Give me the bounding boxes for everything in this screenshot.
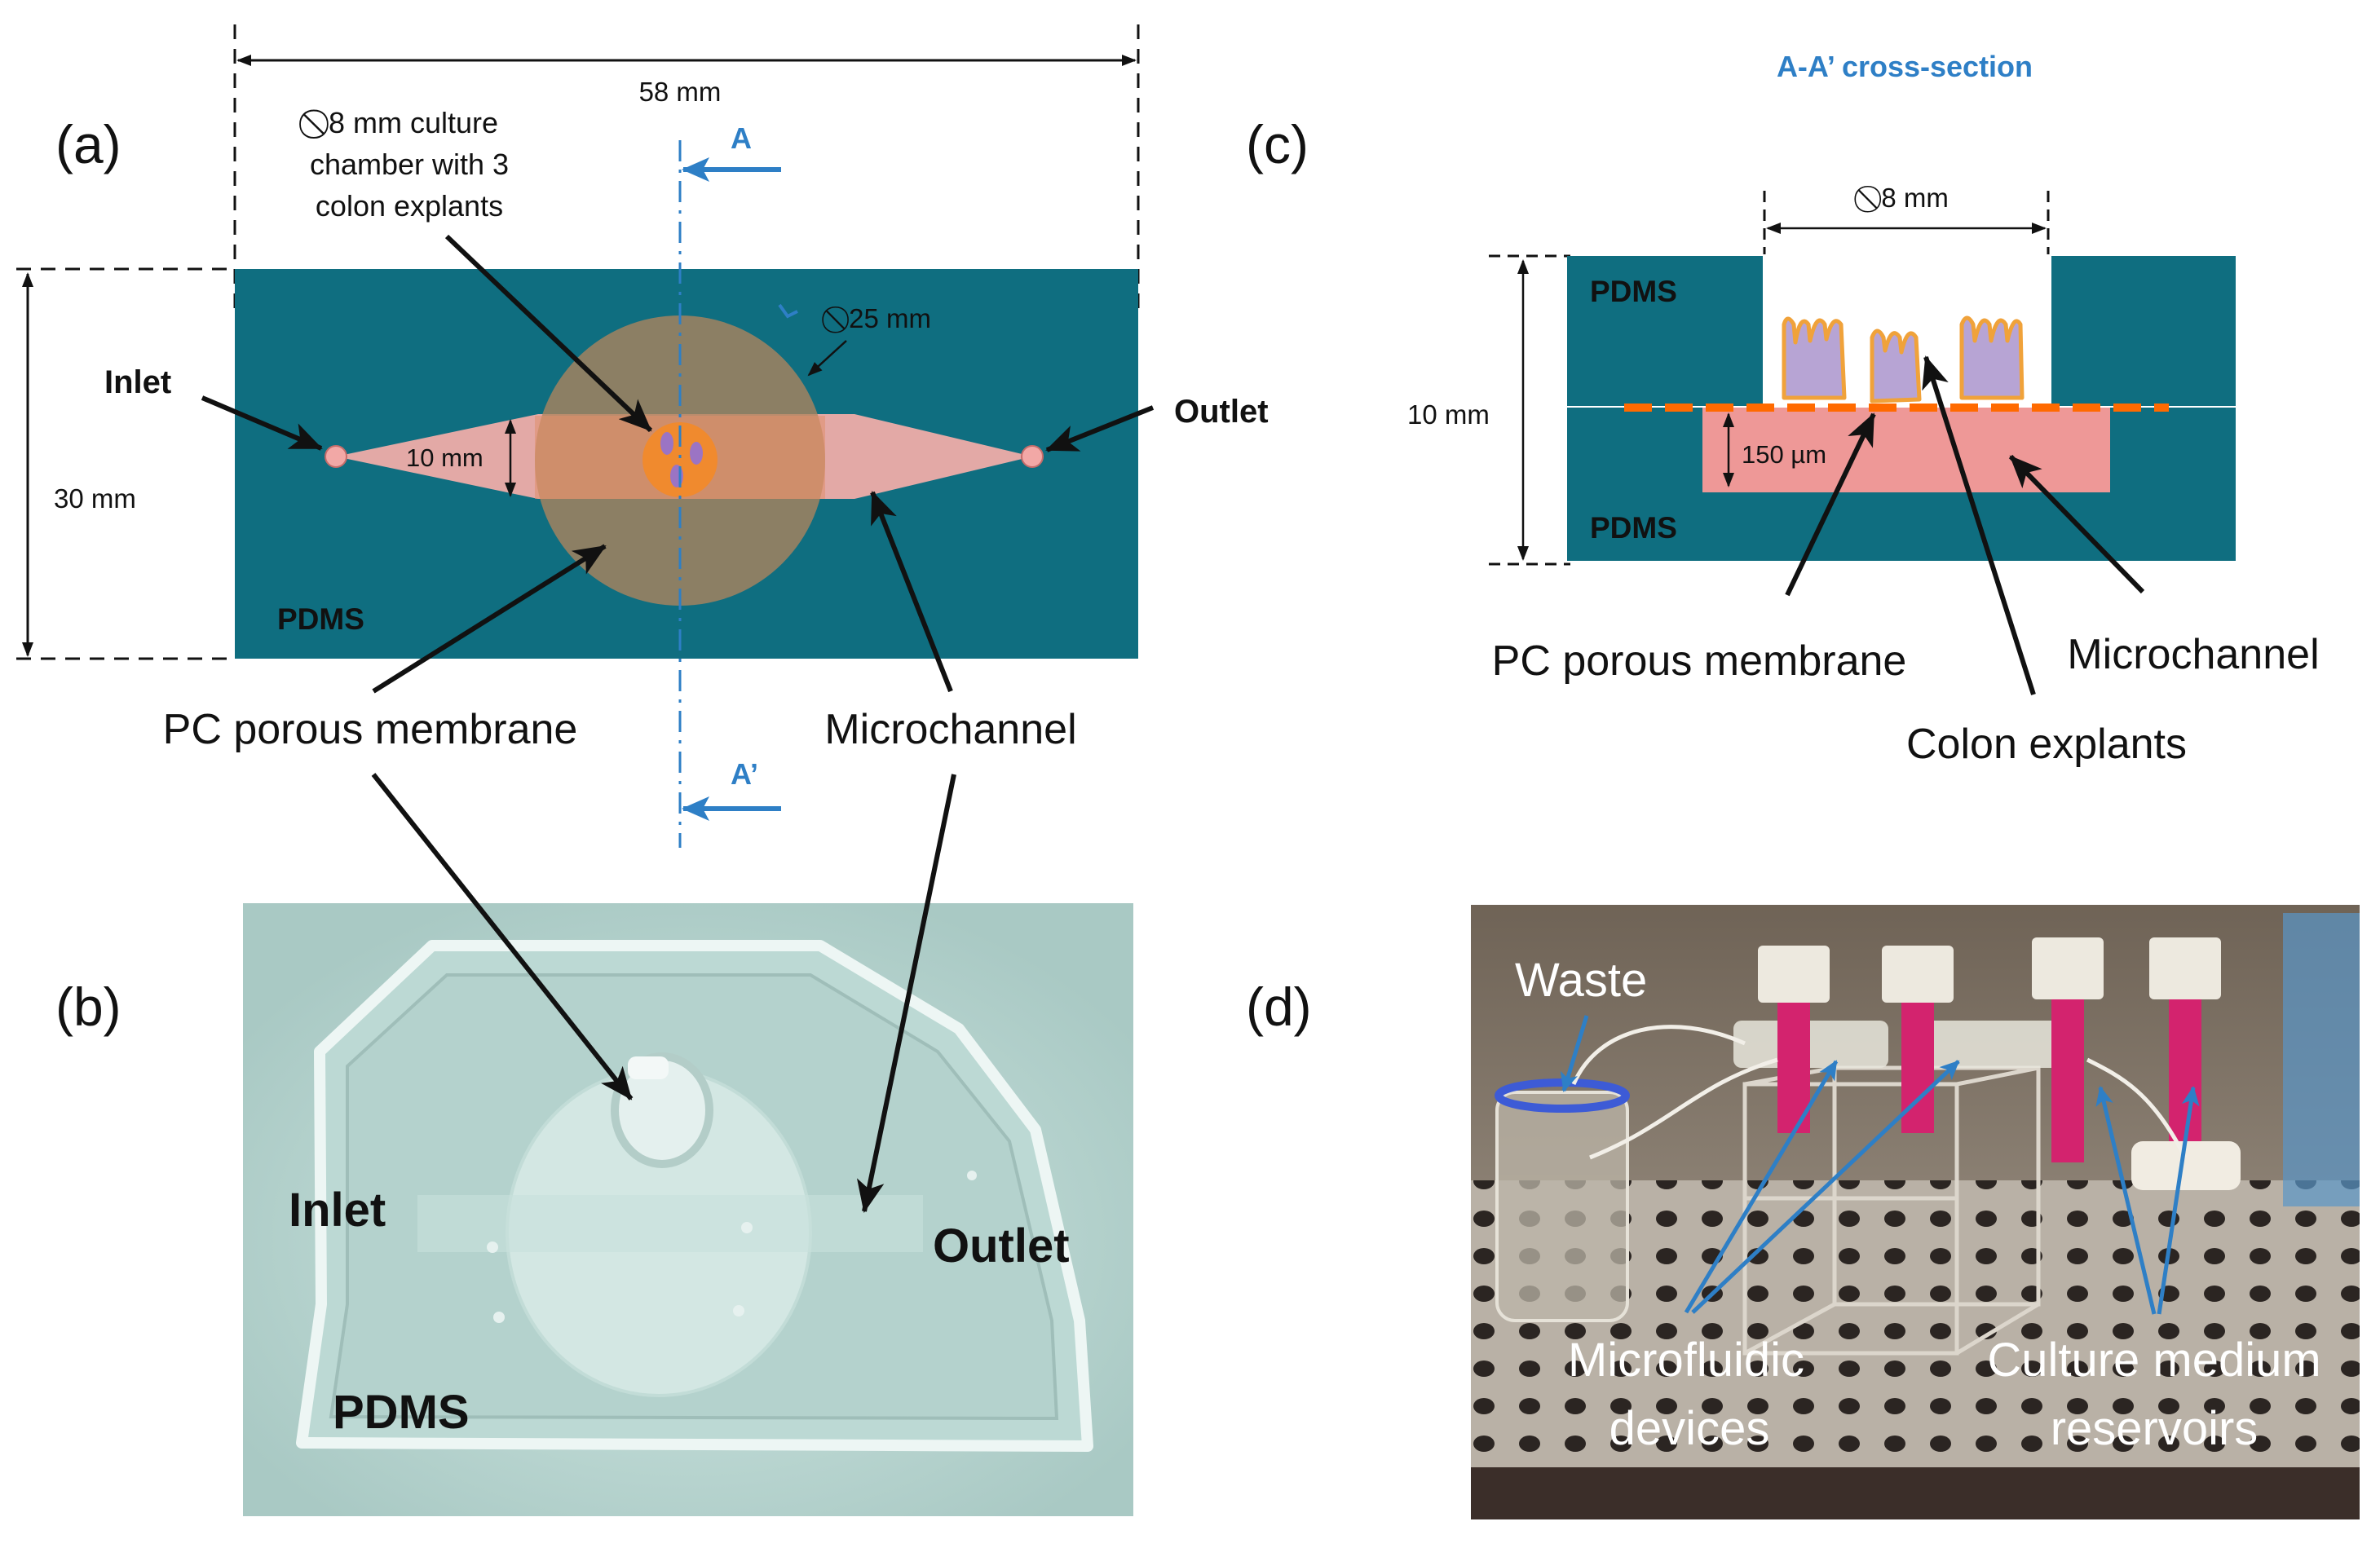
width-label: 58 mm [639, 77, 722, 107]
channel-width-label: 10 mm [406, 443, 484, 472]
pdms-top-right [2051, 256, 2236, 406]
explant-2 [690, 442, 703, 465]
chamber-note: ⃠ 8 mm culture chamber with 3 colon expl… [299, 106, 509, 223]
photo-inlet-label: Inlet [289, 1184, 386, 1237]
section-microchannel-arrow [2008, 454, 2145, 594]
section-explants-arrow [1922, 355, 2036, 695]
microchannel-label: Microchannel [824, 706, 1076, 753]
chamber-note-line-2: chamber with 3 [310, 148, 509, 181]
pdms-bottom-label: PDMS [1590, 511, 1677, 545]
photo-pdms-label: PDMS [333, 1386, 470, 1439]
microchannel-arrow [870, 491, 953, 693]
pdms-top-label: PDMS [1590, 275, 1677, 308]
reservoirs [1758, 937, 2241, 1190]
panel-c-tag: (c) [1246, 114, 1309, 174]
section-membrane-arrow [1785, 412, 1876, 597]
reservoirs-label-line-1: Culture medium [1987, 1334, 2320, 1387]
chamber-note-line-1: ⃠ 8 mm culture [299, 106, 498, 139]
panel-a-tag: (a) [55, 114, 121, 174]
height-label: 30 mm [54, 483, 136, 514]
explant-1 [660, 432, 673, 455]
section-label-bottom: A’ [731, 757, 758, 791]
chamber-note-line-3: colon explants [316, 189, 503, 223]
inlet-arrow [201, 395, 323, 451]
panel-b-tag: (b) [55, 977, 121, 1037]
outlet-port [1021, 445, 1044, 468]
panel-c: (c) A-A’ cross-section ⃠ 8 mm 10 mm PDMS… [1246, 50, 2320, 768]
photo-chamber [611, 1052, 713, 1168]
waste-label: Waste [1515, 954, 1647, 1007]
panel-d-tag: (d) [1246, 977, 1312, 1037]
section-height-label: 10 mm [1407, 399, 1490, 430]
cross-section-title: A-A’ cross-section [1777, 50, 2033, 83]
waste-arrow [1560, 1015, 1589, 1092]
waste-bottle [1495, 1091, 1629, 1322]
chamber-arrow [444, 234, 653, 433]
chamber-diameter-label: ⃠ 8 mm [1854, 183, 1949, 213]
channel-depth-label: 150 µm [1742, 440, 1826, 469]
inlet-label: Inlet [104, 364, 171, 400]
explant-section-2 [1870, 329, 1922, 404]
section-label-top: A [731, 121, 752, 155]
outlet-label: Outlet [1174, 394, 1269, 430]
panel-b: (b) Inlet Outlet PDMS [55, 773, 1133, 1516]
membrane-arrow [372, 544, 607, 694]
reservoirs-label-line-2: reservoirs [2051, 1402, 2259, 1455]
height-dimension: 30 mm [16, 267, 235, 660]
pdms-top-left [1567, 256, 1763, 406]
devices-label-line-1: Microfluidic [1568, 1334, 1804, 1387]
reservoirs-arrow-1 [2095, 1086, 2157, 1315]
devices-label-line-2: devices [1609, 1402, 1770, 1455]
inlet-port [325, 445, 347, 468]
section-microchannel-label: Microchannel [2067, 631, 2319, 678]
pdms-label: PDMS [277, 602, 364, 636]
outlet-arrow [1045, 405, 1155, 452]
membrane-link-arrow [371, 773, 634, 1100]
panel-a: (a) 58 mm 30 mm PDMS [16, 24, 1269, 848]
section-membrane-label: PC porous membrane [1492, 637, 1907, 685]
explant-section-3 [1959, 315, 2025, 400]
microchannel-link-arrow [856, 774, 956, 1213]
explant-section-1 [1782, 316, 1847, 400]
photo-outlet-label: Outlet [933, 1219, 1070, 1272]
width-dimension: 58 mm [233, 24, 1140, 311]
section-explants-label: Colon explants [1906, 721, 2187, 768]
panel-d: (d) [1246, 905, 2360, 1519]
devices-arrow-2 [1691, 1060, 1960, 1314]
devices-arrow-1 [1684, 1060, 1839, 1314]
reservoirs-arrow-2 [2157, 1086, 2200, 1315]
colon-explants [1782, 315, 2025, 404]
explant-3 [670, 465, 683, 487]
membrane-label: PC porous membrane [163, 706, 578, 753]
